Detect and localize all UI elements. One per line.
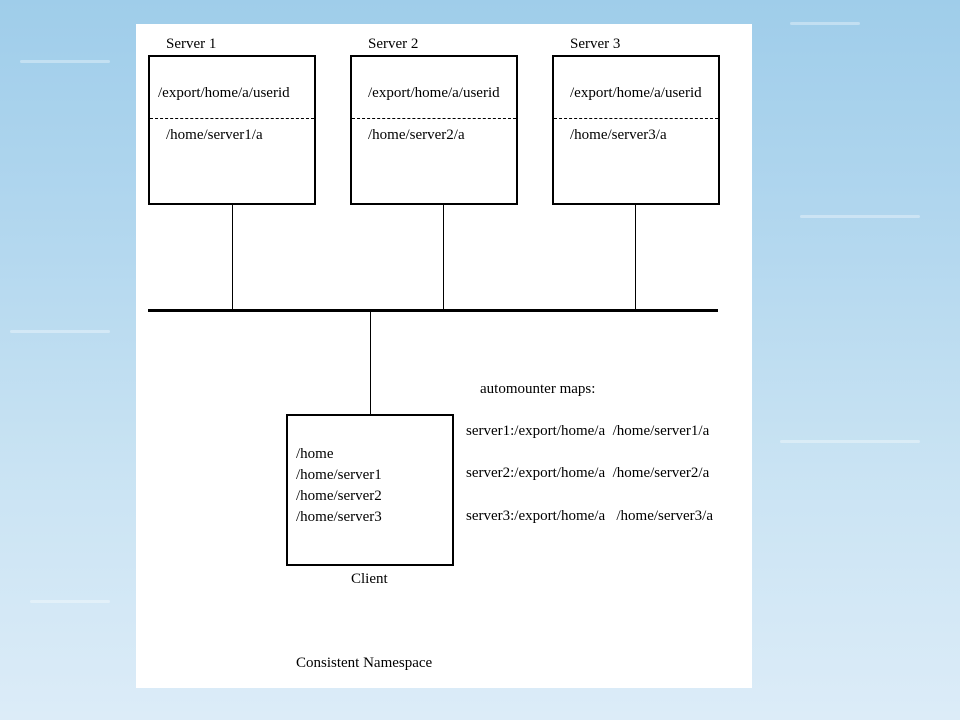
- client-label: Client: [351, 571, 388, 587]
- server-2-label: Server 2: [368, 36, 419, 52]
- automounter-map-entry: server2:/export/home/a /home/server2/a: [466, 465, 710, 481]
- automounter-map-entry: server1:/export/home/a /home/server1/a: [466, 423, 710, 439]
- server-1-connector: [232, 205, 233, 309]
- automounter-maps-title: automounter maps:: [480, 381, 596, 397]
- client-box: /home /home/server1 /home/server2 /home/…: [286, 414, 454, 566]
- background-streak: [30, 600, 110, 603]
- server-2-divider: [352, 118, 516, 119]
- background-streak: [780, 440, 920, 443]
- server-1-export-path: /export/home/a/userid: [158, 85, 290, 101]
- background-streak: [10, 330, 110, 333]
- server-1-box: /export/home/a/userid /home/server1/a: [148, 55, 316, 205]
- client-path: /home/server2: [296, 488, 382, 504]
- server-3-divider: [554, 118, 718, 119]
- server-3-export-path: /export/home/a/userid: [570, 85, 702, 101]
- client-connector: [370, 312, 371, 414]
- server-3-box: /export/home/a/userid /home/server3/a: [552, 55, 720, 205]
- server-2-connector: [443, 205, 444, 309]
- server-1-label: Server 1: [166, 36, 217, 52]
- server-3-label: Server 3: [570, 36, 621, 52]
- automounter-map-entry: server3:/export/home/a /home/server3/a: [466, 508, 713, 524]
- client-path: /home/server3: [296, 509, 382, 525]
- diagram-caption: Consistent Namespace: [296, 655, 433, 671]
- diagram-slide: Server 1 /export/home/a/userid /home/ser…: [136, 24, 752, 688]
- server-1-mount-path: /home/server1/a: [166, 127, 263, 143]
- background-streak: [20, 60, 110, 63]
- server-1-divider: [150, 118, 314, 119]
- network-bus: [148, 309, 718, 312]
- server-2-mount-path: /home/server2/a: [368, 127, 465, 143]
- server-2-export-path: /export/home/a/userid: [368, 85, 500, 101]
- server-2-box: /export/home/a/userid /home/server2/a: [350, 55, 518, 205]
- client-path: /home/server1: [296, 467, 382, 483]
- server-3-mount-path: /home/server3/a: [570, 127, 667, 143]
- client-path: /home: [296, 446, 334, 462]
- server-3-connector: [635, 205, 636, 309]
- background-streak: [790, 22, 860, 25]
- background-streak: [800, 215, 920, 218]
